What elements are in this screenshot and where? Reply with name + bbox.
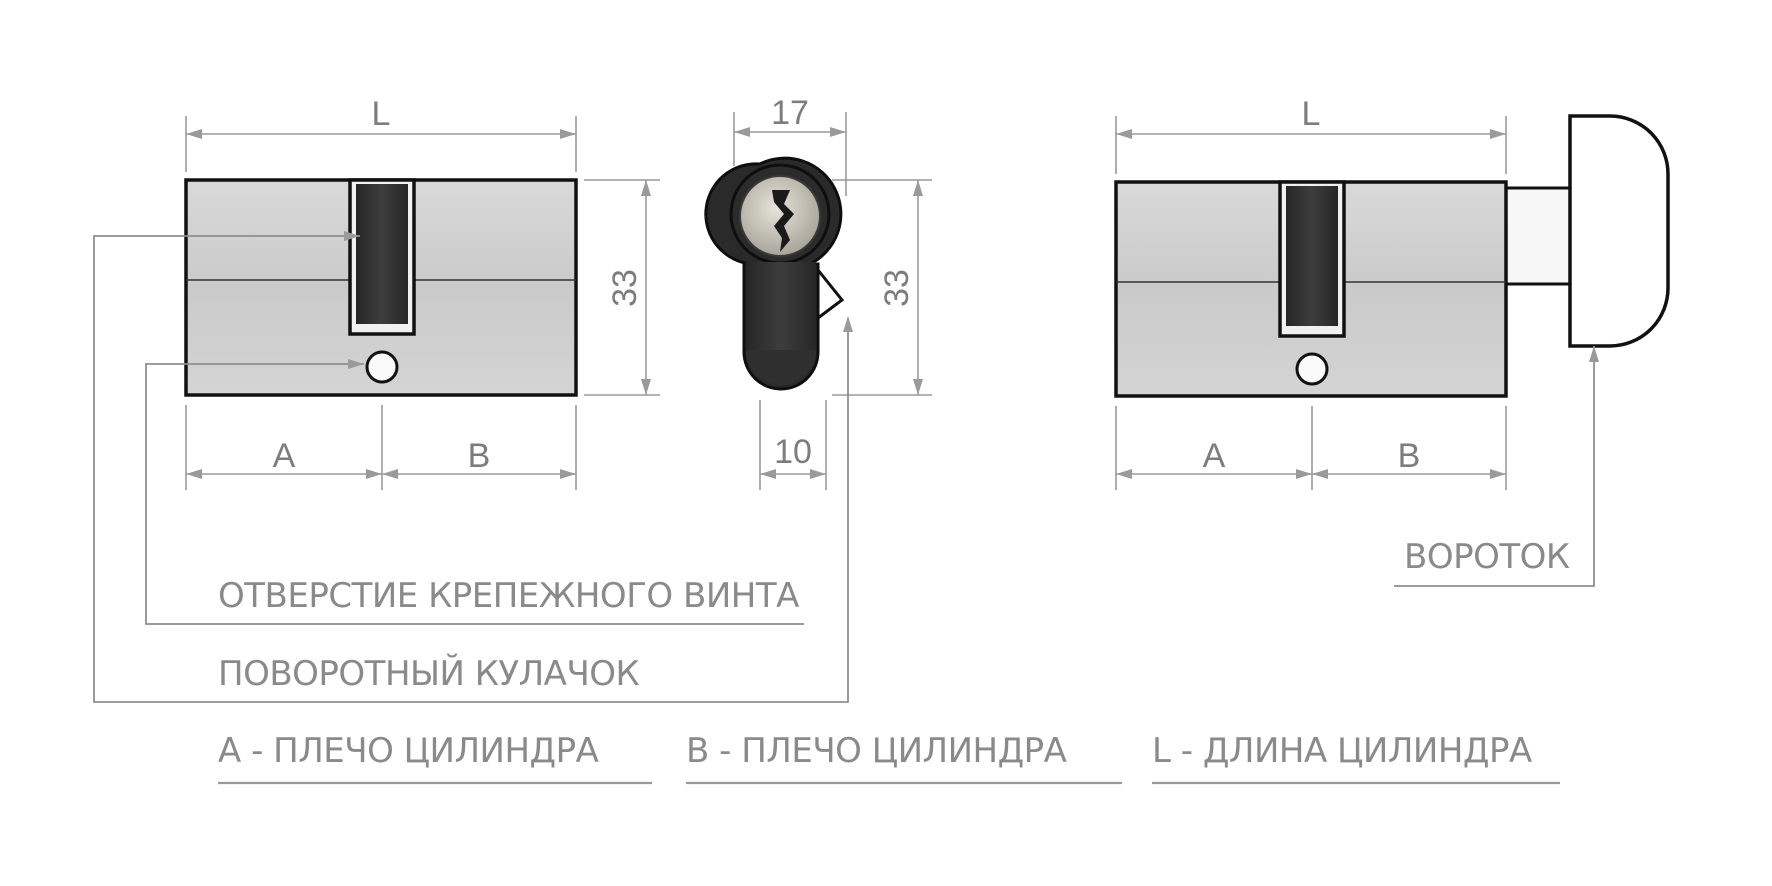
profile-height-label: 33 <box>878 269 916 307</box>
legend-l: L - ДЛИНА ЦИЛИНДРА <box>1152 731 1532 771</box>
thumbturn-shaft <box>1504 186 1572 286</box>
profile-height-dimension: 33 <box>832 179 932 396</box>
right-shoulder-a-label: A <box>1203 437 1226 475</box>
thumbturn-label: ВОРОТОК <box>1404 537 1570 577</box>
profile-bottom-width-dimension: 10 <box>759 400 827 490</box>
screw-hole-leader <box>145 359 804 625</box>
right-shoulder-dimensions: A B <box>1115 406 1507 490</box>
cylinder-profile-view <box>704 156 845 391</box>
screw-hole-label: ОТВЕРСТИЕ КРЕПЕЖНОГО ВИНТА <box>218 576 799 616</box>
thumbturn-cylinder-view <box>1114 114 1670 398</box>
profile-bottom-width-label: 10 <box>774 433 812 471</box>
cam <box>356 184 408 324</box>
right-length-dimension: L <box>1115 95 1507 174</box>
left-height-label: 33 <box>606 269 644 307</box>
cam-nose <box>816 269 845 320</box>
legend-a: A - ПЛЕЧО ЦИЛИНДРА <box>218 731 599 771</box>
left-length-label: L <box>372 95 391 133</box>
cam-leader <box>93 231 853 703</box>
profile-width-dimension: 17 <box>733 94 847 196</box>
thumbturn-knob <box>1568 114 1670 348</box>
double-cylinder-view <box>184 178 578 397</box>
legend-b: B - ПЛЕЧО ЦИЛИНДРА <box>686 731 1067 771</box>
screw-hole <box>1295 352 1329 386</box>
key-plug <box>739 175 821 257</box>
cam-label: ПОВОРОТНЫЙ КУЛАЧОК <box>218 653 640 694</box>
left-length-dimension: L <box>185 95 577 172</box>
right-length-label: L <box>1302 95 1321 133</box>
thumbturn-leader <box>1394 346 1599 587</box>
left-height-dimension: 33 <box>584 179 660 396</box>
left-shoulder-dimensions: A B <box>185 405 577 490</box>
keyway <box>772 190 794 252</box>
legend: A - ПЛЕЧО ЦИЛИНДРА B - ПЛЕЧО ЦИЛИНДРА L … <box>218 731 1560 785</box>
cam <box>1286 186 1338 326</box>
left-shoulder-a-label: A <box>273 437 296 475</box>
screw-hole <box>365 350 399 384</box>
right-shoulder-b-label: B <box>1398 437 1421 475</box>
left-shoulder-b-label: B <box>468 437 491 475</box>
profile-width-label: 17 <box>771 94 809 132</box>
